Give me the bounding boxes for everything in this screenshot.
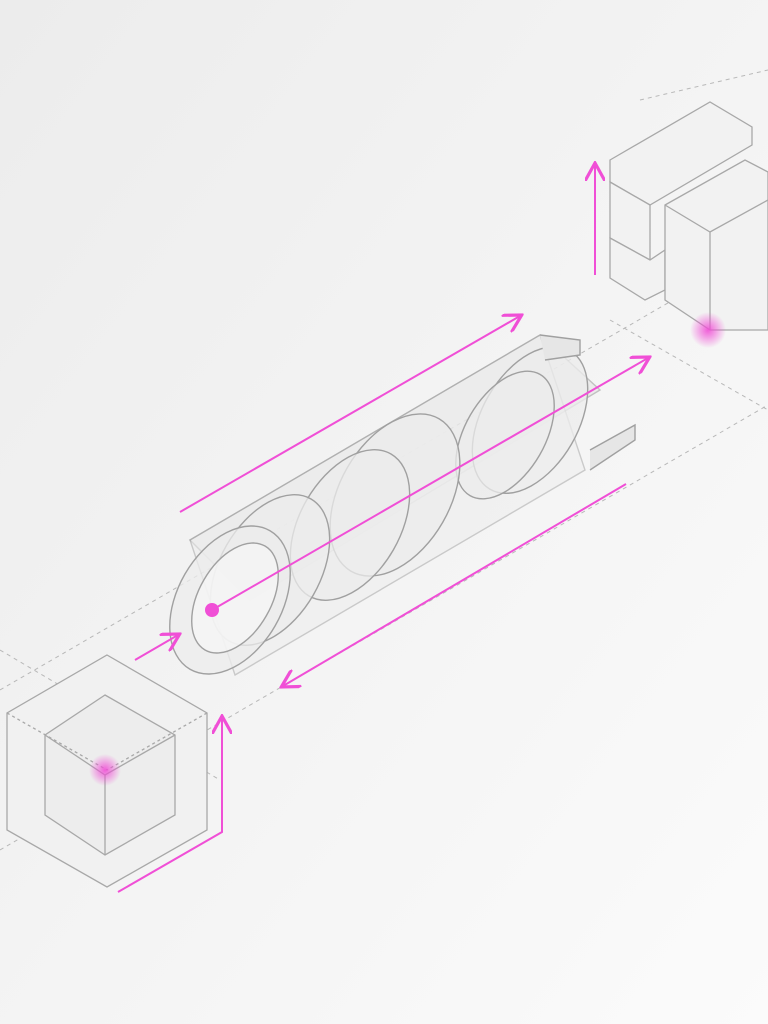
cylinder-icon xyxy=(169,333,636,677)
arrow-icon xyxy=(211,358,648,611)
glow-point xyxy=(89,754,121,786)
arrow-icon xyxy=(117,718,222,893)
arrow-icon xyxy=(134,635,178,661)
arrow-icon xyxy=(283,483,627,686)
cube-icon xyxy=(609,101,768,331)
arrows xyxy=(117,165,648,893)
glow-point xyxy=(690,312,726,348)
axis-origin-dot xyxy=(205,603,219,617)
arrow-icon xyxy=(179,316,520,513)
